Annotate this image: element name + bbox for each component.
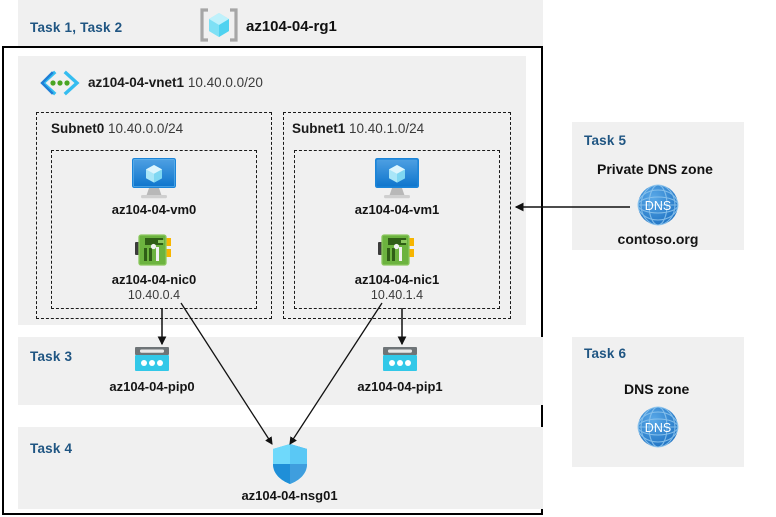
svg-text:DNS: DNS	[645, 421, 671, 435]
virtual-machine-icon	[132, 158, 176, 199]
subnet1-name: Subnet1	[292, 121, 346, 136]
pip0-node: az104-04-pip0	[92, 345, 212, 394]
subnet1-inner-boundary	[294, 150, 500, 309]
vnet-header: az104-04-vnet1 10.40.0.0/20	[88, 75, 263, 90]
resource-group-header-panel	[18, 0, 543, 46]
nic0-ip: 10.40.0.4	[127, 288, 181, 302]
virtual-network-icon	[38, 70, 82, 96]
dns-zone-node: DNS	[598, 404, 718, 450]
subnet0-inner-boundary	[51, 150, 257, 309]
nic1-ip: 10.40.1.4	[370, 288, 424, 302]
vm1-label: az104-04-vm1	[354, 202, 440, 217]
network-interface-icon	[135, 234, 171, 266]
vnet-panel	[18, 56, 526, 325]
subnet1-boundary	[283, 112, 511, 319]
task-label-6: Task 6	[584, 346, 627, 361]
pip1-node: az104-04-pip1	[340, 345, 460, 394]
nsg-node: az104-04-nsg01	[222, 442, 357, 503]
subnet0-name: Subnet0	[51, 121, 105, 136]
public-ip-address-icon	[135, 347, 169, 371]
vnet-name: az104-04-vnet1	[88, 75, 185, 90]
pip0-label: az104-04-pip0	[109, 379, 195, 394]
public-ip-address-icon	[383, 347, 417, 371]
task-label-3: Task 3	[30, 349, 73, 364]
task-label-5: Task 5	[584, 133, 627, 148]
subnet0-boundary	[36, 112, 272, 319]
task-label-1-2: Task 1, Task 2	[30, 20, 123, 35]
subnet1-header: Subnet1 10.40.1.0/24	[292, 121, 424, 136]
vnet-cidr: 10.40.0.0/20	[187, 75, 263, 90]
nic0-label: az104-04-nic0	[111, 272, 197, 287]
nic1-node: az104-04-nic1 10.40.1.4	[337, 232, 457, 302]
vm0-label: az104-04-vm0	[111, 202, 197, 217]
nic1-label: az104-04-nic1	[354, 272, 440, 287]
pip1-label: az104-04-pip1	[357, 379, 443, 394]
svg-text:DNS: DNS	[645, 199, 671, 213]
network-security-group-shield-icon	[272, 444, 307, 484]
subnet1-cidr: 10.40.1.0/24	[349, 121, 425, 136]
dns-globe-icon: DNS	[637, 406, 679, 448]
private-dns-zone-node: DNS contoso.org	[598, 182, 718, 247]
network-interface-icon	[378, 234, 414, 266]
private-dns-zone-label: contoso.org	[617, 231, 699, 247]
resource-group-name: az104-04-rg1	[246, 18, 337, 35]
virtual-machine-icon	[375, 158, 419, 199]
subnet0-header: Subnet0 10.40.0.0/24	[51, 121, 183, 136]
resource-group-cube-icon	[198, 7, 240, 43]
task-label-4: Task 4	[30, 441, 73, 456]
task6-title: DNS zone	[624, 381, 690, 397]
task3-panel	[18, 337, 543, 405]
subnet0-cidr: 10.40.0.0/24	[108, 121, 184, 136]
nsg-label: az104-04-nsg01	[241, 488, 338, 503]
dns-globe-icon: DNS	[637, 184, 679, 226]
task5-title: Private DNS zone	[597, 161, 713, 177]
nic0-node: az104-04-nic0 10.40.0.4	[94, 232, 214, 302]
resource-group-boundary	[2, 46, 543, 515]
vm0-node: az104-04-vm0	[94, 156, 214, 217]
vm1-node: az104-04-vm1	[337, 156, 457, 217]
